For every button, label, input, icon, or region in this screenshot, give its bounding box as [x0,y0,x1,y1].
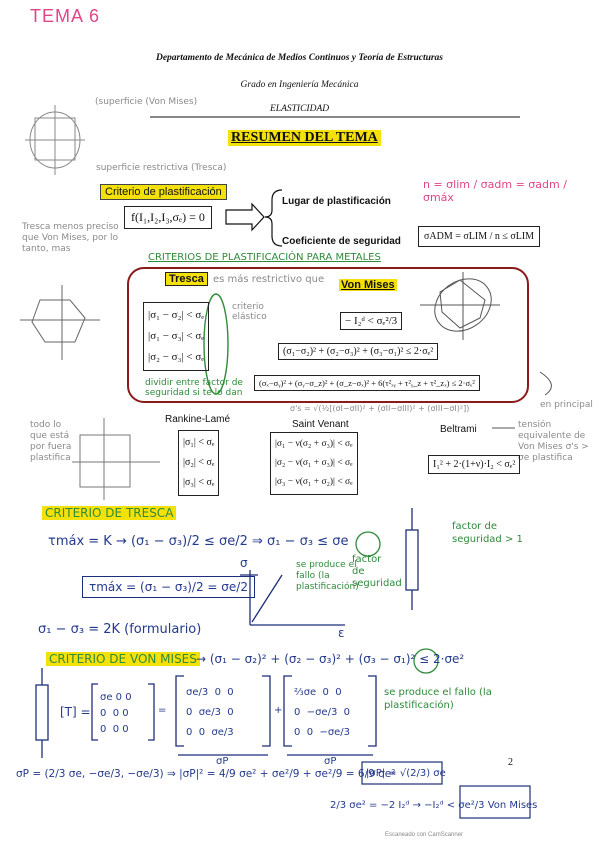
n-formula: n = σlim / σadm = σadm / σmáx [423,178,567,204]
note-criterio-elastico: criterio elástico [232,302,267,322]
plastificacion-equation: f(I₁,I₂,I₃,σₑ) = 0 [124,206,212,229]
note-dividir-factor: dividir entre factor de seguridad si te … [145,378,243,398]
saint-venant-row-1: |σ₁ − ν(σ₂ + σ₃)| < σₑ [275,439,353,449]
saint-venant-row-3: |σ₃ − ν(σ₁ + σ₂)| < σₑ [275,477,353,487]
brace [264,189,283,247]
footer-scanner: Escaneado con CamScanner [385,832,464,838]
saint-venant-label: Saint Venant [292,419,349,430]
page-number: 2 [508,757,513,768]
saint-venant-row-2: |σ₂ − ν(σ₁ + σ₃)| < σₑ [275,458,353,468]
vonmises-eq2: (σ₁−σ₂)² + (σ₂−σ₃)² + (σ₃−σ₁)² ≤ 2·σₑ² [278,343,439,360]
tresca-row-1: |σ₁ − σ₂| < σₑ [148,309,205,321]
beltrami-label: Beltrami [440,424,477,435]
matrix-brackets [91,675,377,756]
tresca-fallo-note: se produce el fallo (la plastificación) [296,560,359,592]
implies-arrow [225,202,265,232]
saint-venant-note: σ's = √(½[(σI−σII)² + (σII−σIII)² + (σII… [290,404,470,413]
axis-epsilon: ε [338,626,345,640]
tresca-conditions: |σ₁ − σ₂| < σₑ |σ₁ − σ₃| < σₑ |σ₂ − σ₃| … [143,302,210,371]
note-todo-lo: todo lo que está por fuera plastifica [30,420,72,463]
vonmises-eq1: − I₂ᵈ < σₑ²/3 [340,312,403,330]
green-oval [203,293,229,395]
tresca-vonmises-sketch [25,105,85,175]
axis-sigma: σ [240,556,248,570]
tema-title: TEMA 6 [30,6,101,26]
vonmises-eq3: (σₓ−σᵧ)² + (σᵧ−σ_z)² + (σ_z−σₓ)² + 6(τ²ₓ… [254,375,480,391]
note-tresca-menos-preciso: Tresca menos preciso que Von Mises, por … [22,222,119,254]
department-header: Departamento de Mecánica de Medios Conti… [155,53,444,63]
criterios-para-metales: CRITERIOS DE PLASTIFICACIÓN PARA METALES [148,252,381,263]
mises-result1: |σP| = √(2/3) σe [366,768,446,779]
matrix-T-label: [T] = [60,705,91,719]
coeficiente-seguridad: Coeficiente de seguridad [282,236,401,247]
note-en-principal: en principal [540,400,593,410]
tresca-line2: σ₁ − σ₃ = 2K (formulario) [38,622,202,637]
note-superficie-mises: (superficie (Von Mises) [95,97,198,107]
hexagon-sketch [20,285,100,360]
subject-header: ELASTICIDAD [270,104,330,114]
sigma-adm-box: σADM = σLIM / n ≤ σLIM [418,226,541,247]
plus-sign: + [274,705,283,716]
main-title: RESUMEN DEL TEMA [228,130,381,146]
criterio-plastificacion-label: Criterio de plastificación [100,184,227,200]
equals-sign: = [158,705,167,716]
degree-header: Grado en Ingeniería Mecánica [240,80,359,90]
note-tension-equivalente: tensión equivalente de Von Mises σ's > σ… [518,420,589,463]
vonmises-ellipse-sketch [420,272,500,340]
op-label-1: σP [216,756,229,767]
rankine-row-1: |σ₁| < σₑ [183,437,215,448]
tresca-factor-note: factor de seguridad [352,554,402,589]
tresca-factor2-note: factor de seguridad > 1 [452,521,523,545]
rankine-conditions: |σ₁| < σₑ |σ₂| < σₑ |σ₃| < σₑ [178,430,220,496]
note-superficie-tresca: superficie restrictiva (Tresca) [96,163,227,173]
tresca-label: Tresca [165,272,208,286]
rankine-row-3: |σ₃| < σₑ [183,477,215,488]
rankine-label: Rankine-Lamé [165,414,231,425]
mises-fallo-note: se produce el fallo (la plastificación) [384,687,492,711]
tresca-boxed-eq: τmáx = (σ₁ − σ₃)/2 = σe/2 [82,576,255,598]
criterio-mises-title: CRITERIO DE VON MISES [46,652,200,666]
red-frame [127,267,529,403]
tresca-line1: τmáx = K → (σ₁ − σ₃)/2 ≤ σe/2 ⇒ σ₁ − σ₃ … [48,534,349,549]
note-mas-restrictivo: es más restrictivo que [213,274,325,285]
saint-venant-conditions: |σ₁ − ν(σ₂ + σ₃)| < σₑ |σ₂ − ν(σ₁ + σ₃)|… [270,432,358,495]
mises-eq: → (σ₁ − σ₂)² + (σ₂ − σ₃)² + (σ₃ − σ₁)² ≤… [196,652,465,666]
tresca-row-3: |σ₂ − σ₃| < σₑ [148,351,205,363]
vonmises-label: Von Mises [339,279,397,291]
vm-bar-sketch [35,668,49,758]
op-label-2: σP [324,756,337,767]
bar-sketch [405,508,419,610]
rankine-row-2: |σ₂| < σₑ [183,457,215,468]
lugar-plastificacion: Lugar de plastificación [282,196,391,207]
beltrami-eq: I₁² + 2·(1+ν)·I₂ < σₑ² [428,455,521,474]
criterio-tresca-title: CRITERIO DE TRESCA [42,506,177,520]
mises-result2: 2/3 σe² = −2 I₂ᵈ → −I₂ᵈ < σe²/3 Von Mise… [330,800,538,811]
mises-line: σP = (2/3 σe, −σe/3, −σe/3) ⇒ |σP|² = 4/… [16,768,396,780]
rankine-grid-sketch [72,418,160,500]
tresca-row-2: |σ₁ − σ₃| < σₑ [148,330,205,342]
